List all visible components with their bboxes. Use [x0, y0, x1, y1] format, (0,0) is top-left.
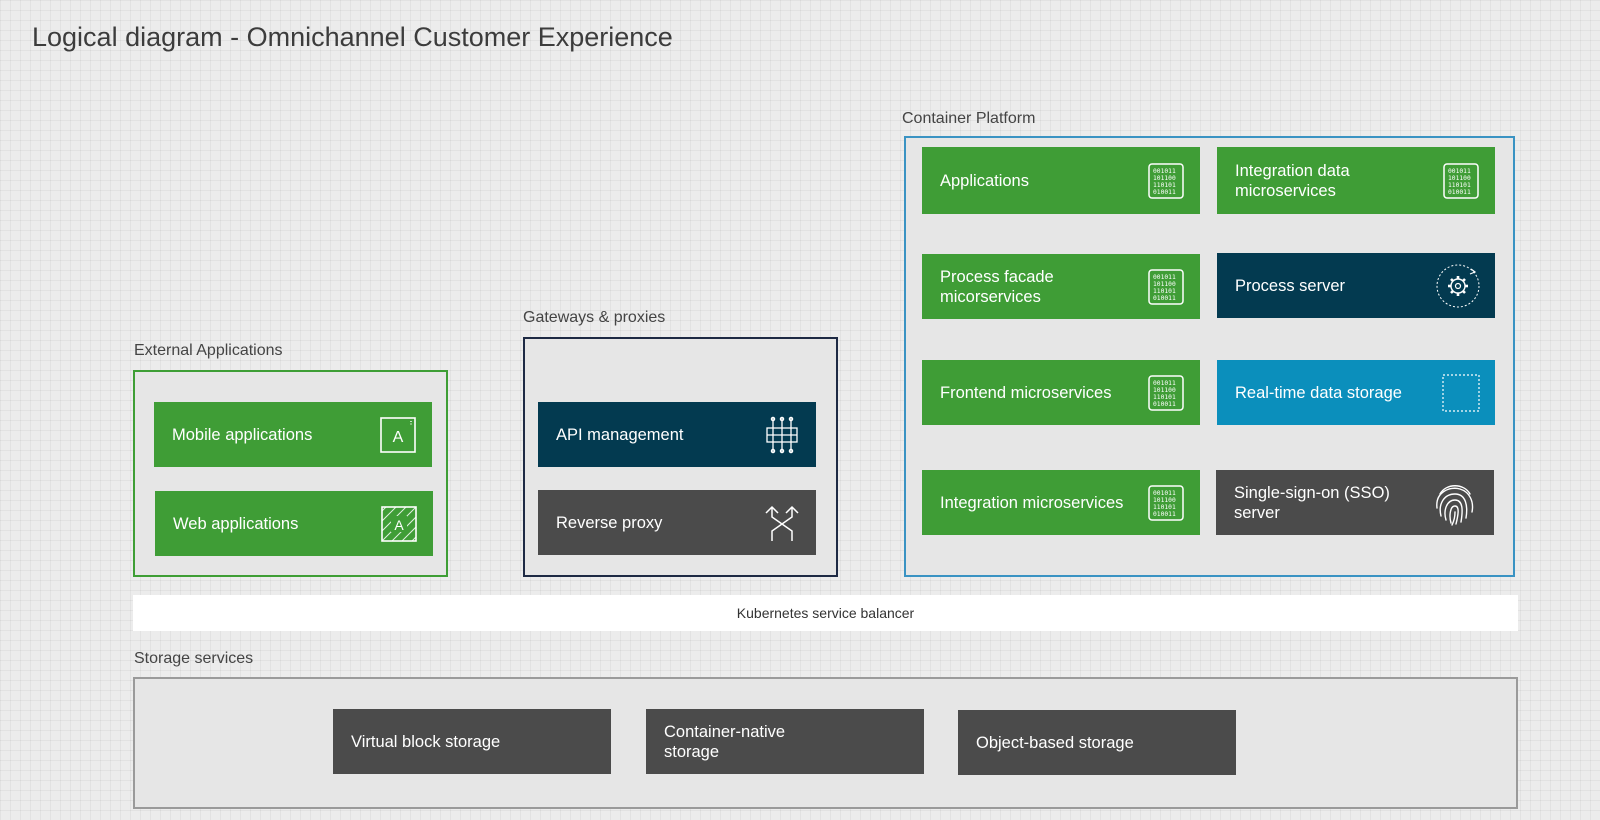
external-applications-label: External Applications: [134, 342, 283, 359]
svg-text:101100: 101100: [1448, 175, 1471, 182]
svg-text:110101: 110101: [1153, 182, 1176, 189]
reverse-proxy-card[interactable]: Reverse proxy: [538, 490, 816, 555]
mobile-app-icon: A: [378, 415, 418, 455]
reverse-proxy-icon: [762, 503, 802, 543]
svg-text:001011: 001011: [1153, 490, 1176, 497]
card-label: Process server: [1235, 276, 1346, 295]
svg-text:010011: 010011: [1153, 511, 1176, 518]
svg-text:001011: 001011: [1153, 274, 1176, 281]
card-label: Virtual block storage: [351, 732, 501, 751]
svg-text:110101: 110101: [1153, 288, 1176, 295]
svg-text:110101: 110101: [1153, 504, 1176, 511]
card-label: Applications: [940, 171, 1029, 190]
dashed-square-icon: [1441, 373, 1481, 413]
card-label: Reverse proxy: [556, 513, 663, 532]
svg-text:101100: 101100: [1153, 387, 1176, 394]
card-label: Real-time data storage: [1235, 383, 1402, 402]
card-label: Frontend microservices: [940, 383, 1112, 402]
card-label: Integration microservices: [940, 493, 1124, 512]
object-based-storage-card[interactable]: Object-based storage: [958, 710, 1236, 775]
card-label: API management: [556, 425, 684, 444]
gear-icon: [1435, 263, 1481, 309]
web-app-icon: A: [379, 504, 419, 544]
kubernetes-service-balancer: Kubernetes service balancer: [133, 595, 1518, 631]
mobile-applications-card[interactable]: Mobile applications A: [154, 402, 432, 467]
svg-text:110101: 110101: [1153, 394, 1176, 401]
api-management-card[interactable]: API management: [538, 402, 816, 467]
svg-text:010011: 010011: [1153, 189, 1176, 196]
svg-text:001011: 001011: [1153, 380, 1176, 387]
api-management-icon: [762, 415, 802, 455]
card-label: Single-sign-on (SSO) server: [1234, 483, 1390, 522]
card-label: Process facade micorservices: [940, 267, 1054, 306]
card-label: Mobile applications: [172, 425, 313, 444]
svg-text:110101: 110101: [1448, 182, 1471, 189]
svg-text:001011: 001011: [1448, 168, 1471, 175]
svg-text:001011: 001011: [1153, 168, 1176, 175]
process-server-card[interactable]: Process server: [1217, 253, 1495, 318]
container-platform-label: Container Platform: [902, 110, 1036, 127]
svg-text:010011: 010011: [1448, 189, 1471, 196]
virtual-block-storage-card[interactable]: Virtual block storage: [333, 709, 611, 774]
svg-text:010011: 010011: [1153, 295, 1176, 302]
svg-text:101100: 101100: [1153, 497, 1176, 504]
svg-text:101100: 101100: [1153, 281, 1176, 288]
fingerprint-icon: [1430, 478, 1480, 528]
web-applications-card[interactable]: Web applications A: [155, 491, 433, 556]
card-label: Web applications: [173, 514, 299, 533]
card-label: Container-native storage: [664, 722, 786, 761]
svg-text:010011: 010011: [1153, 401, 1176, 408]
container-native-storage-card[interactable]: Container-native storage: [646, 709, 924, 774]
storage-services-label: Storage services: [134, 650, 254, 667]
page-title: Logical diagram - Omnichannel Customer E…: [32, 22, 673, 52]
card-label: Integration data microservices: [1235, 161, 1350, 200]
svg-text:A: A: [394, 517, 404, 533]
card-label: Object-based storage: [976, 733, 1134, 752]
gateways-label: Gateways & proxies: [523, 309, 666, 326]
svg-text:101100: 101100: [1153, 175, 1176, 182]
sso-server-card[interactable]: Single-sign-on (SSO) server: [1216, 470, 1494, 535]
svg-text:A: A: [393, 429, 404, 446]
real-time-data-storage-card[interactable]: Real-time data storage: [1217, 360, 1495, 425]
